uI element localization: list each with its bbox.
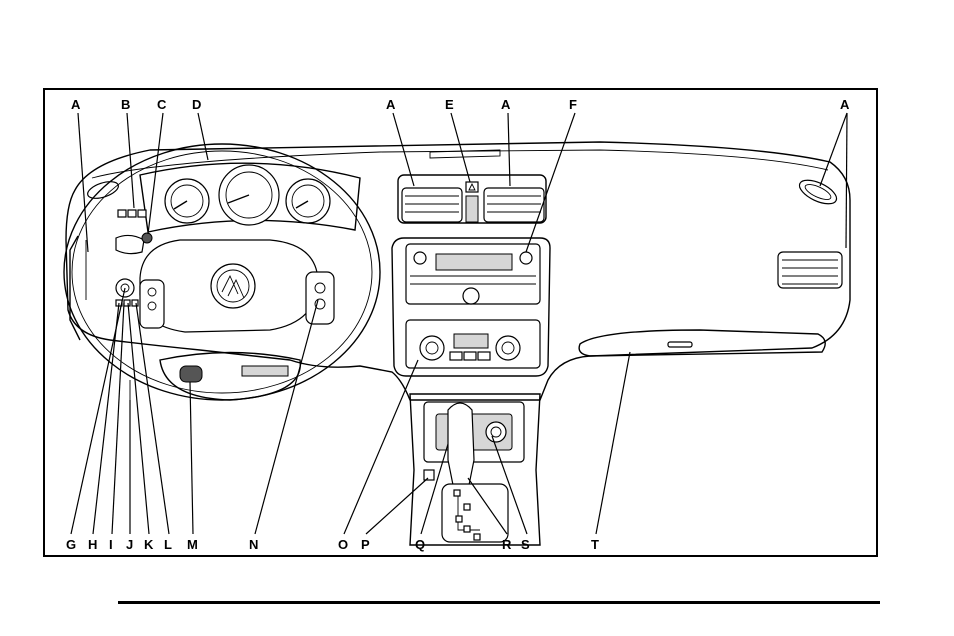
callout-G: G	[66, 537, 76, 552]
leader-N	[255, 300, 318, 534]
callout-S: S	[521, 537, 530, 552]
callout-N: N	[249, 537, 258, 552]
leader-D	[198, 113, 208, 160]
tilt-lever	[180, 366, 202, 382]
right-corner-vent	[796, 175, 840, 208]
callout-Q: Q	[415, 537, 425, 552]
console-switch	[424, 470, 434, 480]
left-button-2	[128, 210, 136, 217]
leader-P	[366, 478, 428, 534]
callout-R: R	[502, 537, 512, 552]
callout-A4: A	[840, 97, 850, 112]
radio-unit	[406, 244, 540, 304]
turn-signal-lever	[116, 235, 144, 253]
callout-B: B	[121, 97, 130, 112]
leader-A4b	[846, 113, 847, 248]
lever-knob	[142, 233, 152, 243]
leader-F	[526, 113, 575, 252]
left-button-3	[138, 210, 146, 217]
right-dash-vent	[778, 252, 842, 288]
callout-O: O	[338, 537, 348, 552]
small-switch-3	[132, 300, 138, 306]
leader-B	[127, 113, 134, 208]
climate-control-unit	[406, 320, 540, 368]
leader-E	[451, 113, 470, 182]
left-spoke-controls	[140, 280, 164, 328]
glove-box-handle	[668, 342, 692, 347]
leader-M	[190, 382, 193, 534]
callout-I: I	[109, 537, 113, 552]
footer-rule	[118, 601, 880, 604]
column-slot	[242, 366, 288, 376]
power-outlet	[486, 422, 506, 442]
callout-F: F	[569, 97, 577, 112]
callout-E: E	[445, 97, 454, 112]
hazard-column	[466, 196, 478, 222]
center-right-vent	[484, 188, 544, 222]
callout-A1: A	[71, 97, 81, 112]
callout-A3: A	[501, 97, 511, 112]
callout-D: D	[192, 97, 201, 112]
callout-L: L	[164, 537, 172, 552]
callout-T: T	[591, 537, 599, 552]
right-spoke-controls	[306, 272, 334, 324]
leader-L	[136, 303, 169, 534]
center-left-vent	[402, 188, 462, 222]
shift-gate	[442, 484, 508, 542]
callout-P: P	[361, 537, 370, 552]
callout-K: K	[144, 537, 154, 552]
callout-J: J	[126, 537, 133, 552]
callout-M: M	[187, 537, 198, 552]
callout-A2: A	[386, 97, 396, 112]
leader-O	[344, 360, 418, 534]
dashboard-top-crease	[92, 150, 828, 178]
callout-C: C	[157, 97, 167, 112]
callout-H: H	[88, 537, 97, 552]
left-button-1	[118, 210, 126, 217]
leader-T	[596, 352, 630, 534]
leader-K	[128, 303, 149, 534]
small-switch-2	[124, 300, 130, 306]
